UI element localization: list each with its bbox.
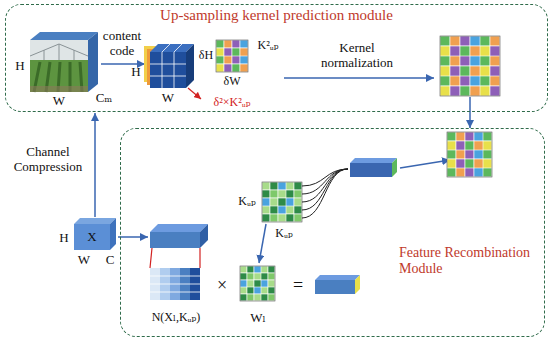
cube-top	[30, 32, 98, 40]
diagram-label: W	[78, 253, 90, 268]
input-cube	[74, 218, 116, 250]
cube-top	[74, 218, 116, 224]
normalized-kernel-grid	[440, 36, 500, 96]
flow-arrow	[118, 236, 148, 238]
flow-arrow	[469, 112, 471, 128]
diagram-label: H	[15, 59, 24, 74]
cube-front	[350, 163, 392, 177]
flow-arrow	[400, 160, 450, 168]
weight-grid	[240, 266, 275, 301]
diagram-label: Kernel normalization	[307, 41, 407, 71]
diagram-label: W	[53, 94, 65, 109]
result-cuboid	[315, 275, 360, 294]
cube-top	[350, 158, 397, 163]
diagram-label: δ²×K²ᵤₚ	[213, 96, 250, 110]
greenhouse-frame	[30, 44, 88, 62]
diagram-label: content code	[96, 29, 148, 59]
flow-arrow	[94, 113, 96, 217]
diagram-label: Kᵤₚ	[275, 227, 292, 241]
diagram-label: H	[131, 65, 140, 80]
tensor-grid	[150, 44, 186, 88]
diagram-label: Wₗ	[250, 311, 265, 326]
cube-side	[392, 158, 397, 177]
photo-plants	[30, 60, 88, 92]
kernel-grid	[216, 40, 248, 72]
diagram-label: δW	[224, 75, 241, 89]
diagram-label: =	[293, 275, 303, 296]
flow-line	[469, 97, 471, 112]
diagram-label: C	[106, 253, 115, 268]
module-title: Feature Recombination Module	[399, 245, 539, 277]
diagram-label: Cₘ	[96, 91, 113, 106]
photo-sky	[30, 40, 88, 92]
diagram-label: W	[162, 91, 174, 106]
sum-cuboid	[350, 158, 397, 177]
photo-ground	[30, 86, 88, 92]
neighbourhood-stack	[150, 268, 200, 300]
content-tensor	[144, 44, 194, 88]
tensor-front	[150, 52, 186, 88]
diagram-label: δH	[199, 49, 213, 63]
cube-side	[200, 224, 208, 248]
cube-top	[150, 224, 208, 232]
kup-grid	[262, 182, 302, 222]
red-arrow	[188, 88, 201, 99]
red-lines	[150, 248, 200, 268]
photo-cube	[30, 32, 98, 92]
diagram-label: H	[59, 231, 68, 246]
diagram-label: ×	[217, 275, 227, 296]
diagram-label: Channel Compression	[5, 145, 91, 175]
cube-side	[110, 218, 116, 250]
module-title: Up-sampling kernel prediction module	[6, 7, 547, 24]
diagram-label: X	[87, 230, 96, 245]
diagram-label: Kᵤₚ	[238, 195, 255, 209]
cube-side	[88, 32, 98, 92]
tensor-side	[186, 44, 194, 88]
flow-arrow	[284, 77, 434, 79]
gather-lines	[302, 169, 348, 218]
diagram-label: K²ᵤₚ	[258, 39, 279, 53]
flow-arrow	[259, 224, 266, 263]
stack-grid	[150, 276, 200, 292]
compressed-cube	[150, 224, 208, 248]
cube-top	[315, 275, 360, 280]
module-region: Up-sampling kernel prediction module	[5, 4, 548, 112]
module-region: Feature Recombination Module	[120, 128, 545, 337]
cube-front	[315, 280, 355, 294]
diagram-label: N(Xₗ,Kᵤₚ)	[152, 311, 201, 325]
cube-front	[150, 232, 200, 248]
output-kernel-grid	[447, 132, 492, 177]
cube-front	[74, 224, 110, 250]
cube-side	[355, 275, 360, 294]
